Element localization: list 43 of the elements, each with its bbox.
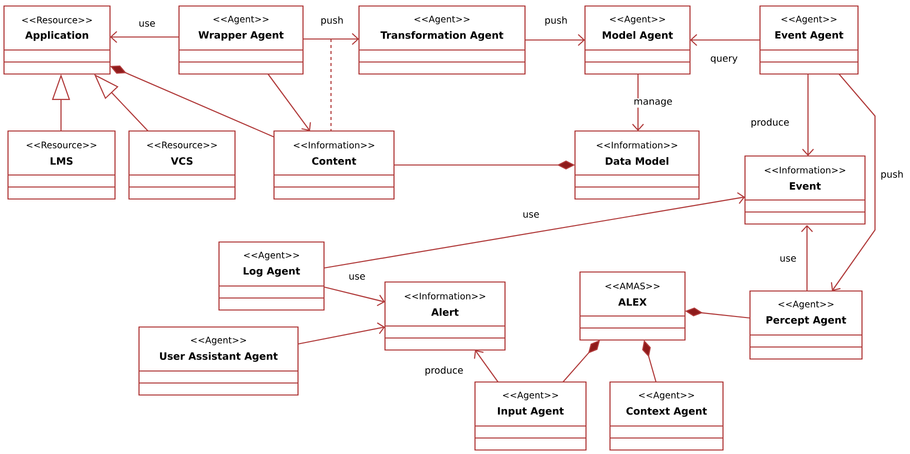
dashed-line	[330, 39, 332, 131]
edge-label: push	[544, 15, 569, 27]
class-box: <<Agent>> Event Agent	[759, 5, 859, 75]
class-box: <<Information>> Alert	[384, 281, 506, 351]
arrow	[525, 34, 585, 46]
edge-label: use	[522, 211, 540, 219]
arrow	[298, 322, 385, 345]
arrow	[690, 34, 760, 46]
edge-label: push	[320, 15, 345, 27]
arrow	[830, 74, 876, 291]
class-box: <<Resource>> Application	[3, 5, 111, 75]
edge-label: manage	[632, 98, 674, 108]
edge-label: produce	[750, 117, 790, 129]
arrow	[303, 33, 359, 45]
edge-label: produce	[424, 365, 464, 377]
class-box: <<Resource>> VCS	[128, 130, 236, 200]
edge-label: query	[709, 55, 739, 65]
arrow	[324, 192, 745, 269]
class-box: <<Agent>> Context Agent	[609, 381, 724, 451]
class-box: <<Agent>> Transformation Agent	[358, 5, 526, 75]
class-box: <<Agent>> Percept Agent	[749, 290, 863, 360]
edge-label: use	[348, 273, 366, 281]
arrow	[801, 225, 813, 291]
arrow	[110, 31, 179, 43]
class-box: <<Information>> Data Model	[574, 130, 700, 200]
arrow	[324, 286, 385, 306]
class-box: <<AMAS>> ALEX	[579, 271, 686, 341]
class-box: <<Agent>> User Assistant Agent	[138, 326, 299, 396]
class-box: <<Agent>> Model Agent	[584, 5, 691, 75]
arrow	[474, 350, 498, 382]
class-box: <<Agent>> Wrapper Agent	[178, 5, 304, 75]
arrow	[802, 74, 814, 156]
class-box: <<Resource>> LMS	[7, 130, 116, 200]
class-box: <<Information>> Content	[273, 130, 395, 200]
class-box: <<Agent>> Log Agent	[218, 241, 325, 311]
class-box: <<Information>> Event	[744, 155, 866, 225]
arrow	[268, 74, 311, 131]
edge-label: use	[138, 20, 156, 28]
class-box: <<Agent>> Input Agent	[474, 381, 587, 451]
edge-label: push	[880, 169, 904, 181]
arrow	[632, 74, 644, 131]
composition-line	[562, 340, 600, 382]
edge-label: use	[778, 255, 798, 263]
